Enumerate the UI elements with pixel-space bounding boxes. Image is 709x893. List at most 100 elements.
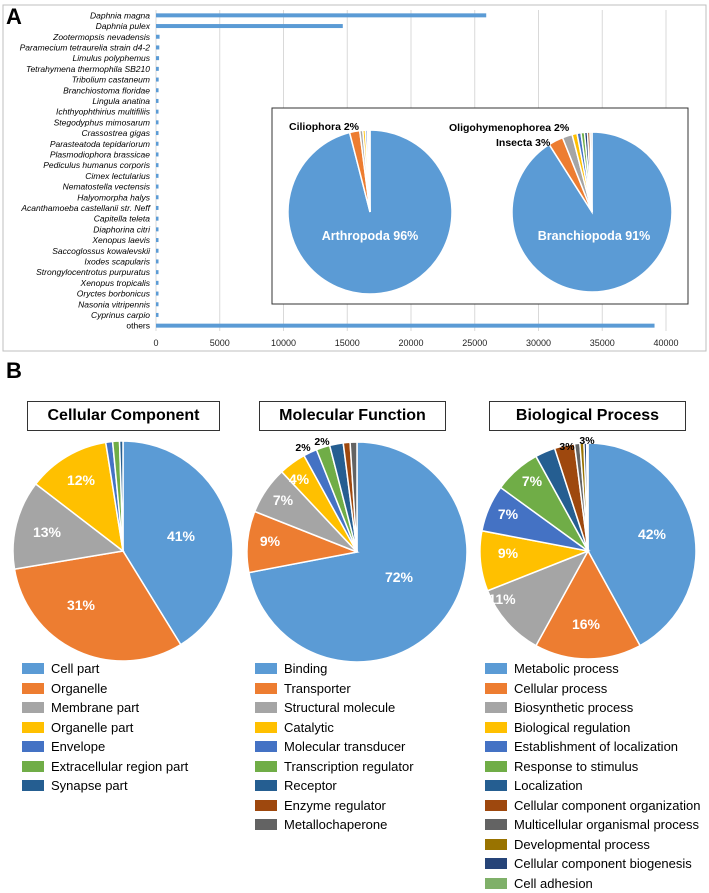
legend-item: Molecular transducer [255,737,414,757]
legend-swatch [255,819,277,830]
bar [156,281,159,285]
legend-label: Cell part [51,661,99,676]
molecular-function-title: Molecular Function [259,401,446,431]
legend-label: Synapse part [51,778,128,793]
category-label: Daphnia pulex [96,21,151,31]
legend-swatch [485,839,507,850]
legend-swatch [485,819,507,830]
category-label: Paramecium tetraurelia strain d4-2 [20,42,151,52]
bar [156,120,159,124]
legend-label: Biological regulation [514,720,630,735]
arthropoda-pie-slice [369,130,370,212]
legend-swatch [485,878,507,889]
bar [156,88,159,92]
bar [156,152,159,156]
slice-percent-label: 13% [33,524,62,540]
bar [156,238,159,242]
legend-label: Extracellular region part [51,759,188,774]
category-label: Tetrahymena thermophila SB210 [26,64,150,74]
legend-item: Biosynthetic process [485,698,700,718]
legend-label: Establishment of localization [514,739,678,754]
bar [156,292,159,296]
pie-center-label: Branchiopoda 91% [538,229,651,243]
slice-percent-label: 11% [488,591,516,607]
legend-item: Cellular component organization [485,796,700,816]
legend-label: Metabolic process [514,661,619,676]
bar [156,99,159,103]
legend-label: Organelle part [51,720,133,735]
bar [156,131,159,135]
bar [156,270,159,274]
category-label: Nematostella vectensis [63,182,151,192]
x-tick-label: 15000 [335,338,360,348]
category-label: Acanthamoeba castellanii str. Neff [20,203,151,213]
bar [156,24,343,28]
legend-swatch [255,800,277,811]
slice-percent-label: 2% [314,436,330,448]
bar [156,56,159,60]
category-label: Strongylocentrotus purpuratus [36,267,151,277]
legend-item: Metabolic process [485,659,700,679]
x-tick-label: 40000 [653,338,678,348]
cellular-component-title: Cellular Component [27,401,220,431]
pie-center-label: Arthropoda 96% [322,229,419,243]
x-tick-label: 10000 [271,338,296,348]
category-label: Xenopus laevis [91,235,150,245]
legend-item: Multicellular organismal process [485,815,700,835]
category-label: Capitella teleta [94,214,151,224]
legend-label: Biosynthetic process [514,700,633,715]
legend-item: Cellular component biogenesis [485,854,700,874]
x-tick-label: 30000 [526,338,551,348]
bar [156,35,160,39]
legend-swatch [485,780,507,791]
legend-item: Cell part [22,659,188,679]
legend-swatch [485,663,507,674]
bar [156,217,159,221]
legend-swatch [22,780,44,791]
legend-item: Envelope [22,737,188,757]
legend-swatch [485,741,507,752]
legend-label: Molecular transducer [284,739,405,754]
legend-swatch [485,761,507,772]
pie-callout: Oligohymenophorea 2% [449,122,570,134]
category-label: Daphnia magna [90,10,150,20]
legend-label: Cellular process [514,681,607,696]
slice-percent-label: 3% [559,441,575,453]
bar [156,163,159,167]
legend-label: Cellular component organization [514,798,700,813]
legend-item: Synapse part [22,776,188,796]
category-label: Diaphorina citri [93,224,151,234]
category-label: Halyomorpha halys [77,192,151,202]
legend-label: Binding [284,661,327,676]
x-tick-label: 25000 [462,338,487,348]
legend-swatch [485,702,507,713]
category-label: Parasteatoda tepidariorum [50,139,150,149]
legend-item: Catalytic [255,718,414,738]
legend-item: Organelle [22,679,188,699]
slice-percent-label: 7% [273,492,294,508]
legend-item: Transcription regulator [255,757,414,777]
legend-swatch [255,722,277,733]
legend-label: Cellular component biogenesis [514,856,692,871]
slice-percent-label: 9% [260,533,281,549]
bar [156,185,159,189]
category-label: Limulus polyphemus [73,53,151,63]
bar [156,324,655,328]
legend-item: Enzyme regulator [255,796,414,816]
category-label: Cyprinus carpio [91,310,150,320]
legend-item: Structural molecule [255,698,414,718]
legend-item: Response to stimulus [485,757,700,777]
category-label: Pediculus humanus corporis [43,160,151,170]
category-label: Stegodyphus mimosarum [54,117,150,127]
pie-callout: Ciliophora 2% [289,121,360,133]
pie-callout: Insecta 3% [496,137,551,149]
legend-item: Localization [485,776,700,796]
legend-item: Organelle part [22,718,188,738]
slice-percent-label: 12% [67,472,96,488]
slice-percent-label: 9% [498,545,519,561]
category-label: Cimex lectularius [85,171,150,181]
legend-label: Enzyme regulator [284,798,386,813]
bar [156,13,486,17]
legend-swatch [22,741,44,752]
